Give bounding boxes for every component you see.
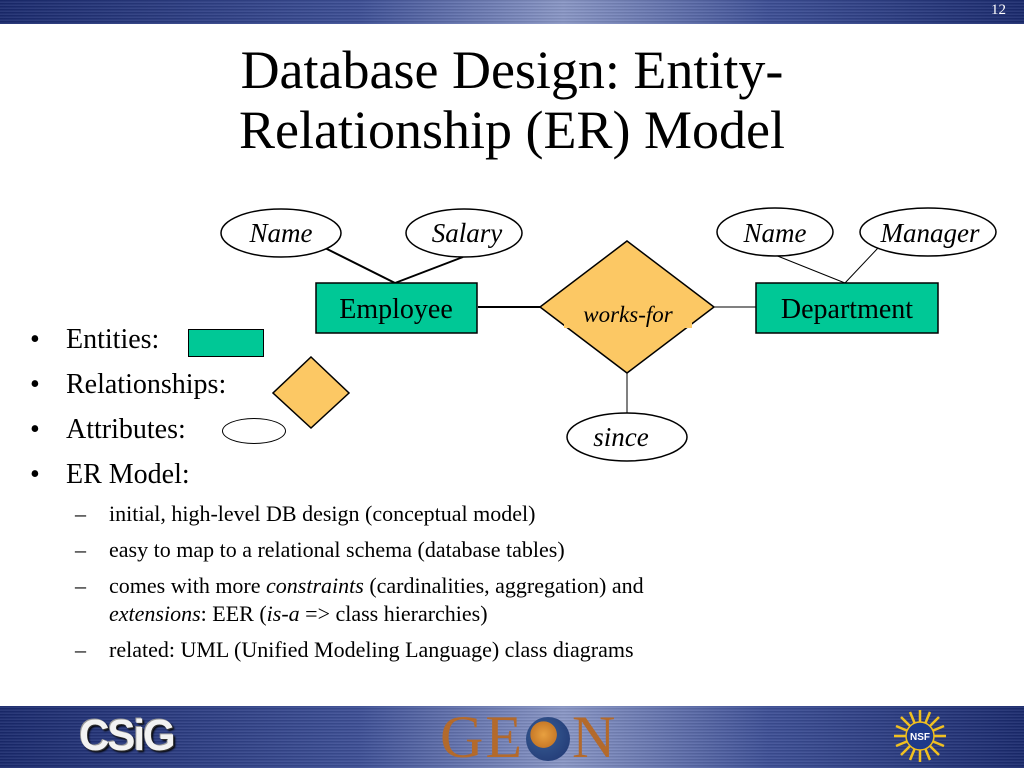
line-employee-salary [394, 256, 464, 284]
bullet-entities: Entities: [28, 320, 988, 365]
sub-bullet-1: initial, high-level DB design (conceptua… [75, 500, 975, 528]
bullet-list: Entities: Relationships: Attributes: ER … [28, 320, 988, 500]
title-line-2: Relationship (ER) Model [239, 100, 785, 160]
geon-logo-text-b: N [571, 704, 618, 770]
attribute-employee-salary-label: Salary [432, 218, 503, 248]
line-department-manager [844, 247, 879, 284]
bullet-relationships-label: Relationships: [66, 369, 227, 400]
csig-logo: CSiG [79, 711, 175, 760]
title-line-1: Database Design: Entity- [240, 40, 784, 100]
attribute-department-manager-label: Manager [880, 218, 980, 248]
sub-bullet-3-text-e: : EER ( [200, 601, 267, 626]
top-band: 12 [0, 0, 1024, 24]
sub-bullet-3-text-g: => class hierarchies) [299, 601, 488, 626]
nsf-logo-text: NSF [910, 732, 930, 743]
er-model-sub-bullets: initial, high-level DB design (conceptua… [75, 500, 975, 672]
slide-title: Database Design: Entity- Relationship (E… [0, 40, 1024, 160]
bullet-relationships: Relationships: [28, 365, 988, 410]
line-department-name [774, 254, 846, 284]
bullet-er-model: ER Model: [28, 455, 988, 500]
legend-entity-rectangle [188, 329, 264, 357]
sub-bullet-3-extensions: extensions [109, 601, 201, 626]
legend-attribute-ellipse [222, 418, 286, 444]
sub-bullet-4: related: UML (Unified Modeling Language)… [75, 636, 975, 664]
legend-relationship-diamond [272, 356, 351, 430]
geon-logo: GE N [440, 706, 640, 768]
sub-bullet-3-is-a: is-a [266, 601, 300, 626]
sub-bullet-3-text-c: (cardinalities, aggregation) and [363, 573, 644, 598]
sub-bullet-3: comes with more constraints (cardinaliti… [75, 572, 975, 628]
line-employee-name [324, 247, 396, 284]
attribute-department-manager: Manager [859, 207, 997, 257]
sub-bullet-3-text-a: comes with more [109, 573, 267, 598]
attribute-department-name: Name [716, 207, 834, 257]
bullet-attributes-label: Attributes: [66, 414, 186, 445]
attribute-employee-salary: Salary [405, 208, 523, 258]
attribute-department-name-label: Name [743, 218, 807, 248]
bullet-attributes: Attributes: [28, 410, 988, 455]
nsf-logo: NSF [894, 710, 946, 762]
bullet-er-model-label: ER Model: [66, 459, 190, 490]
bottom-band [0, 706, 1024, 768]
sub-bullet-2: easy to map to a relational schema (data… [75, 536, 975, 564]
bullet-entities-label: Entities: [66, 324, 160, 355]
slide-number: 12 [991, 2, 1006, 18]
attribute-employee-name: Name [220, 208, 342, 258]
geon-logo-text-a: GE [440, 704, 524, 770]
globe-icon [525, 717, 570, 761]
attribute-employee-name-label: Name [249, 218, 313, 248]
sub-bullet-3-constraints: constraints [266, 573, 364, 598]
